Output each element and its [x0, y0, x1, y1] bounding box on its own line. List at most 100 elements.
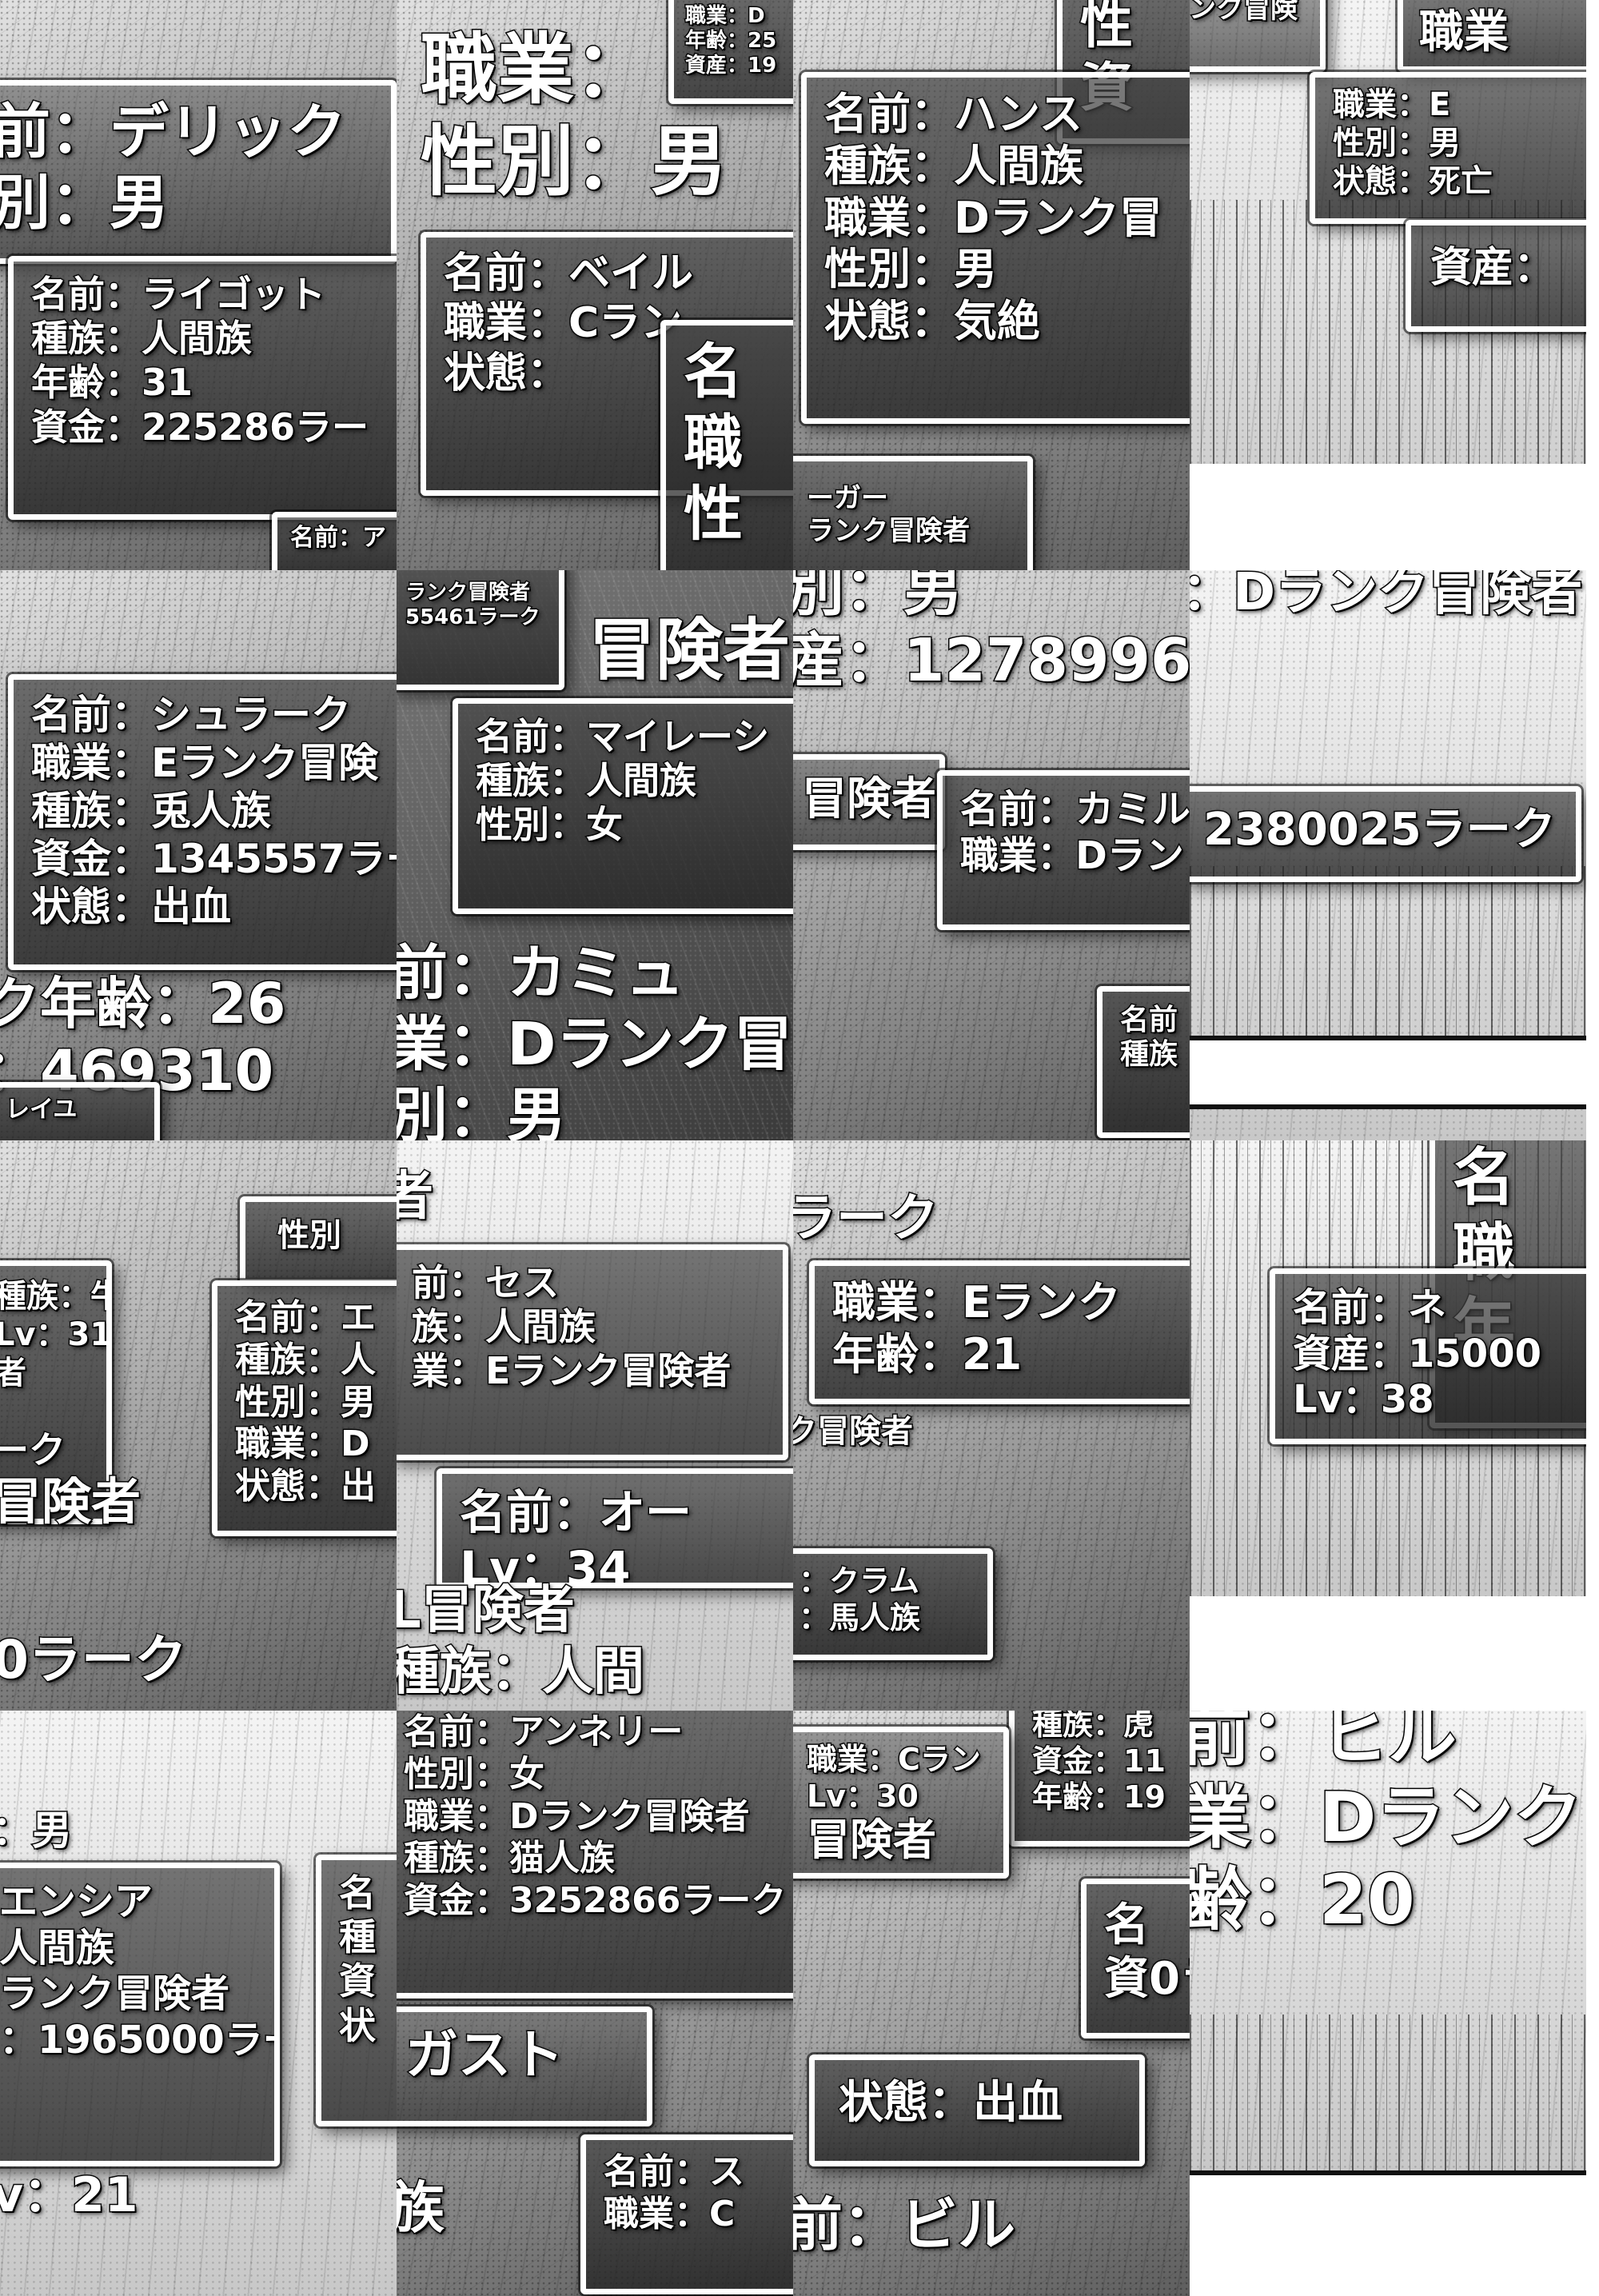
status-line: 職業：Dランク冒険者 — [403, 1795, 752, 1838]
status-line: L冒険者 — [397, 1580, 576, 1642]
status-box: 前：セス 族：人間族 業：Eランク冒険者 — [397, 1244, 788, 1460]
status-line: 職業：Eランク — [831, 1276, 1122, 1329]
status-box: 名前 種族 — [1097, 986, 1190, 1138]
status-line: 種族：猫人族 — [403, 1837, 616, 1880]
status-line: 名前：ネ — [1292, 1284, 1448, 1332]
status-line: 性別：女 — [403, 1752, 546, 1795]
status-line: 産：1278996 — [793, 625, 1190, 696]
status-line: 資産：19 — [684, 53, 778, 79]
status-text: 前：ヒル 業：Dランク 齢：20 — [1190, 1711, 1584, 1943]
status-line: 性別：女 — [475, 802, 624, 848]
status-line: 種族：人間族 — [823, 139, 1085, 192]
status-box: ランク冒険者 55461ラーク — [397, 570, 564, 690]
status-line: ランク冒険者 — [0, 1971, 231, 2018]
status-box: 名前：ネ 資産：15000 Lv：38 — [1270, 1268, 1586, 1444]
status-box: 名 種 資 状 — [316, 1855, 397, 2126]
status-line: 名 — [683, 337, 744, 408]
status-line: ：男 — [0, 1807, 74, 1855]
status-box: 冒険者 — [793, 754, 945, 850]
gutter — [1586, 0, 1599, 2296]
status-line: 年齢：19 — [1031, 1779, 1167, 1816]
status-line: 種族 — [1119, 1037, 1179, 1072]
status-box: 職業 — [1398, 0, 1586, 72]
status-text: 族 — [397, 2174, 446, 2242]
status-box: 職業：Eランク 年齢：21 — [809, 1260, 1190, 1404]
status-line: 族 — [397, 2174, 446, 2242]
panel-3: 性 資 名前：ハンス 種族：人間族 職業：Dランク冒 性別：男 状態：気絶 ーガ… — [793, 0, 1190, 570]
status-line: 前：ヒル — [1190, 1711, 1458, 1777]
status-line: ラーク — [793, 1188, 940, 1250]
status-text: ク冒険者 — [793, 1412, 915, 1451]
panel-10: 者 前：セス 族：人間族 業：Eランク冒険者 名前：オー Lv：34 L冒険者 … — [397, 1140, 793, 1711]
status-line: 前：デリック — [0, 97, 348, 168]
status-line: ーク — [0, 1427, 67, 1472]
status-line: 名前 — [1119, 1002, 1179, 1037]
panel-15: 種族：虎 資金：11 年齢：19 職業：Cラン Lv：30 冒険者 名 資0ラー… — [793, 1711, 1190, 2296]
status-box: 名前：ア — [272, 512, 397, 570]
panel-1: 前：デリック 別：男 名前：ライゴット 種族：人間族 年齢：31 資金：2252… — [0, 0, 397, 570]
status-line: ：Dランク冒険者 — [1190, 570, 1584, 623]
status-line: 職業：D — [234, 1423, 372, 1466]
status-line: 別：男 — [397, 1080, 568, 1140]
status-line: 状態： — [443, 348, 570, 398]
status-line: 冒険者 — [806, 1814, 938, 1867]
status-text: 冒険者 — [587, 610, 791, 691]
status-line: 前：ビル — [793, 2190, 1017, 2259]
status-line: 名前：アンネリー — [403, 1711, 684, 1753]
status-box: ーガー ランク冒険者 — [793, 456, 1033, 570]
status-box: 職業：E 性別：男 状態：死亡 — [1310, 72, 1586, 224]
status-box: レイユ — [0, 1082, 160, 1140]
status-line: 2380025ラーク — [1202, 802, 1557, 857]
status-line: 名前：マイレーシ — [475, 713, 771, 759]
status-line: 年齢：25 — [684, 28, 778, 54]
status-line: 資金：3252866ラーク — [403, 1879, 788, 1923]
status-line: 名前：シュラーク — [30, 691, 353, 740]
status-box: 種族：虎 資金：11 年齢：19 — [1009, 1711, 1190, 1847]
status-box: 名 資0ラーク — [1081, 1879, 1190, 2038]
panel-5: 名前：シュラーク 職業：Eランク冒険 種族：兎人族 資金：1345557ラー 状… — [0, 570, 397, 1140]
status-line: 資金：11 — [1031, 1742, 1167, 1779]
status-box: 名前：シュラーク 職業：Eランク冒険 種族：兎人族 資金：1345557ラー 状… — [8, 674, 397, 970]
status-line: 種族：人間族 — [475, 758, 698, 804]
status-line: 職業：D — [684, 2, 767, 29]
status-box: 名前：ベイル 職業：Cラン 状態： — [421, 232, 793, 496]
status-line: 名前：ス — [603, 2150, 746, 2194]
status-text: L冒険者 種族：人間 — [397, 1580, 646, 1703]
status-line: 資金：1345557ラー — [30, 835, 397, 884]
status-line: 名前：ア — [289, 523, 388, 553]
status-line: ：馬人族 — [798, 1599, 922, 1636]
status-box: 2380025ラーク — [1190, 786, 1581, 882]
status-line: 職業：Cラン — [443, 298, 684, 349]
status-line: 別：男 — [0, 167, 170, 238]
status-text: ：男 — [0, 1807, 74, 1855]
speed-lines — [1190, 2014, 1586, 2170]
status-line: 冒険者 — [0, 1471, 142, 1532]
status-box: 名 職 性 — [660, 320, 793, 570]
status-box: エンシア 人間族 ランク冒険者 ：1965000ラー — [0, 1863, 280, 2166]
status-line: 資産： — [1430, 242, 1557, 293]
panel-border — [1190, 2170, 1586, 2291]
status-line: 名前：ライゴット — [30, 271, 327, 317]
status-line: ランク冒険者 — [806, 513, 971, 548]
status-line: 状態：出 — [234, 1465, 377, 1508]
status-line: 性 — [683, 478, 744, 549]
status-line: ク年齢：26 — [0, 970, 287, 1038]
status-line: 業：Dランク — [1190, 1777, 1584, 1859]
status-line: 別：男 — [793, 570, 964, 625]
gutter — [1190, 464, 1586, 570]
status-line: 者 — [397, 1164, 435, 1228]
status-line: 性別：男 — [823, 243, 999, 296]
status-text: 者 — [397, 1164, 435, 1228]
status-line: 資金：225286ラー — [30, 404, 370, 449]
status-box: 状態：出血 — [809, 2054, 1145, 2166]
status-line: ーガー — [806, 481, 890, 516]
panel-9: 種族：牛人族 Lv：31 者 ーク 冒険者 性別 名前：エ 種族：人 性別：男 … — [0, 1140, 397, 1711]
status-line: 前：カミュ — [397, 938, 686, 1009]
status-line: 職業：E — [1332, 86, 1452, 125]
status-line: レイユ — [5, 1095, 78, 1125]
status-line: 種族：人 — [234, 1338, 377, 1381]
status-line: 資0ラーク — [1103, 1952, 1190, 2007]
status-box: 職業：Cラン Lv：30 冒険者 — [793, 1727, 1009, 1879]
status-line: 種族：人間 — [397, 1641, 646, 1703]
status-line: 種族：兎人族 — [30, 787, 273, 836]
